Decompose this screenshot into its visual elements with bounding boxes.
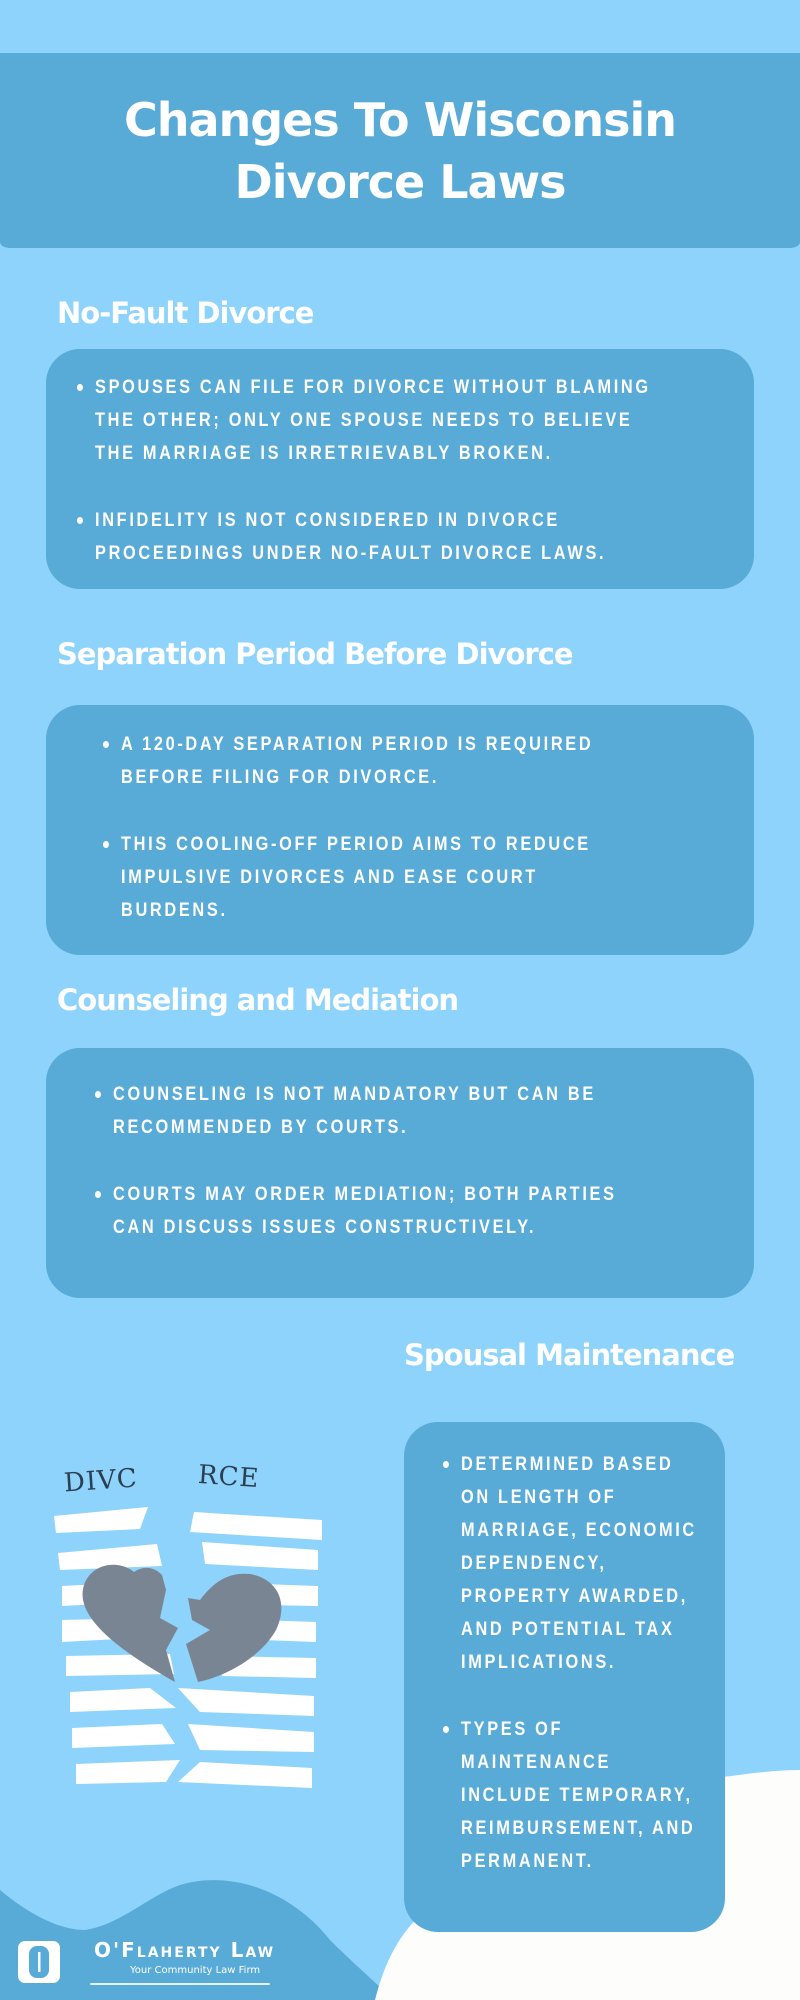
logo-mark-icon: [18, 1941, 60, 1983]
bullet-item: Types of maintenance include temporary, …: [442, 1713, 702, 1878]
section-box-separation: A 120-day separation period is required …: [46, 705, 754, 955]
footer-wave: [0, 1880, 392, 2000]
section-box-spousal-maintenance: Determined based on length of marriage, …: [404, 1422, 725, 1932]
bullet-item: Spouses can file for divorce without bla…: [76, 371, 663, 470]
bullet-list: A 120-day separation period is required …: [102, 728, 681, 927]
broken-heart-icon: [82, 1564, 282, 1682]
bullet-list: Spouses can file for divorce without bla…: [76, 371, 755, 570]
brand-underline: [90, 1983, 270, 1985]
bullet-list: Counseling is not mandatory but can be r…: [94, 1078, 713, 1244]
bullet-list: Determined based on length of marriage, …: [442, 1448, 741, 1878]
bullet-item: This cooling-off period aims to reduce i…: [102, 828, 603, 927]
page-title: Changes To Wisconsin Divorce Laws: [123, 92, 677, 209]
divorce-illustration: DIVC RCE: [50, 1460, 340, 1800]
section-title-counseling: Counseling and Mediation: [57, 983, 459, 1017]
section-title-no-fault: No-Fault Divorce: [57, 296, 314, 330]
bullet-item: Counseling is not mandatory but can be r…: [94, 1078, 629, 1144]
bullet-item: A 120-day separation period is required …: [102, 728, 603, 794]
bullet-item: Infidelity is not considered in divorce …: [76, 504, 663, 570]
section-box-no-fault: Spouses can file for divorce without bla…: [46, 349, 754, 589]
header-banner: Changes To Wisconsin Divorce Laws: [0, 53, 800, 248]
bullet-item: Courts may order mediation; both parties…: [94, 1178, 629, 1244]
section-box-counseling: Counseling is not mandatory but can be r…: [46, 1048, 754, 1298]
section-title-separation: Separation Period Before Divorce: [57, 637, 574, 671]
torn-paper-lines-icon: [54, 1507, 322, 1788]
brand-name: O'Flaherty Law: [94, 1938, 276, 1962]
brand-tagline: Your Community Law Firm: [130, 1965, 261, 1976]
bullet-item: Determined based on length of marriage, …: [442, 1448, 702, 1679]
section-title-spousal-maintenance: Spousal Maintenance: [404, 1338, 735, 1372]
